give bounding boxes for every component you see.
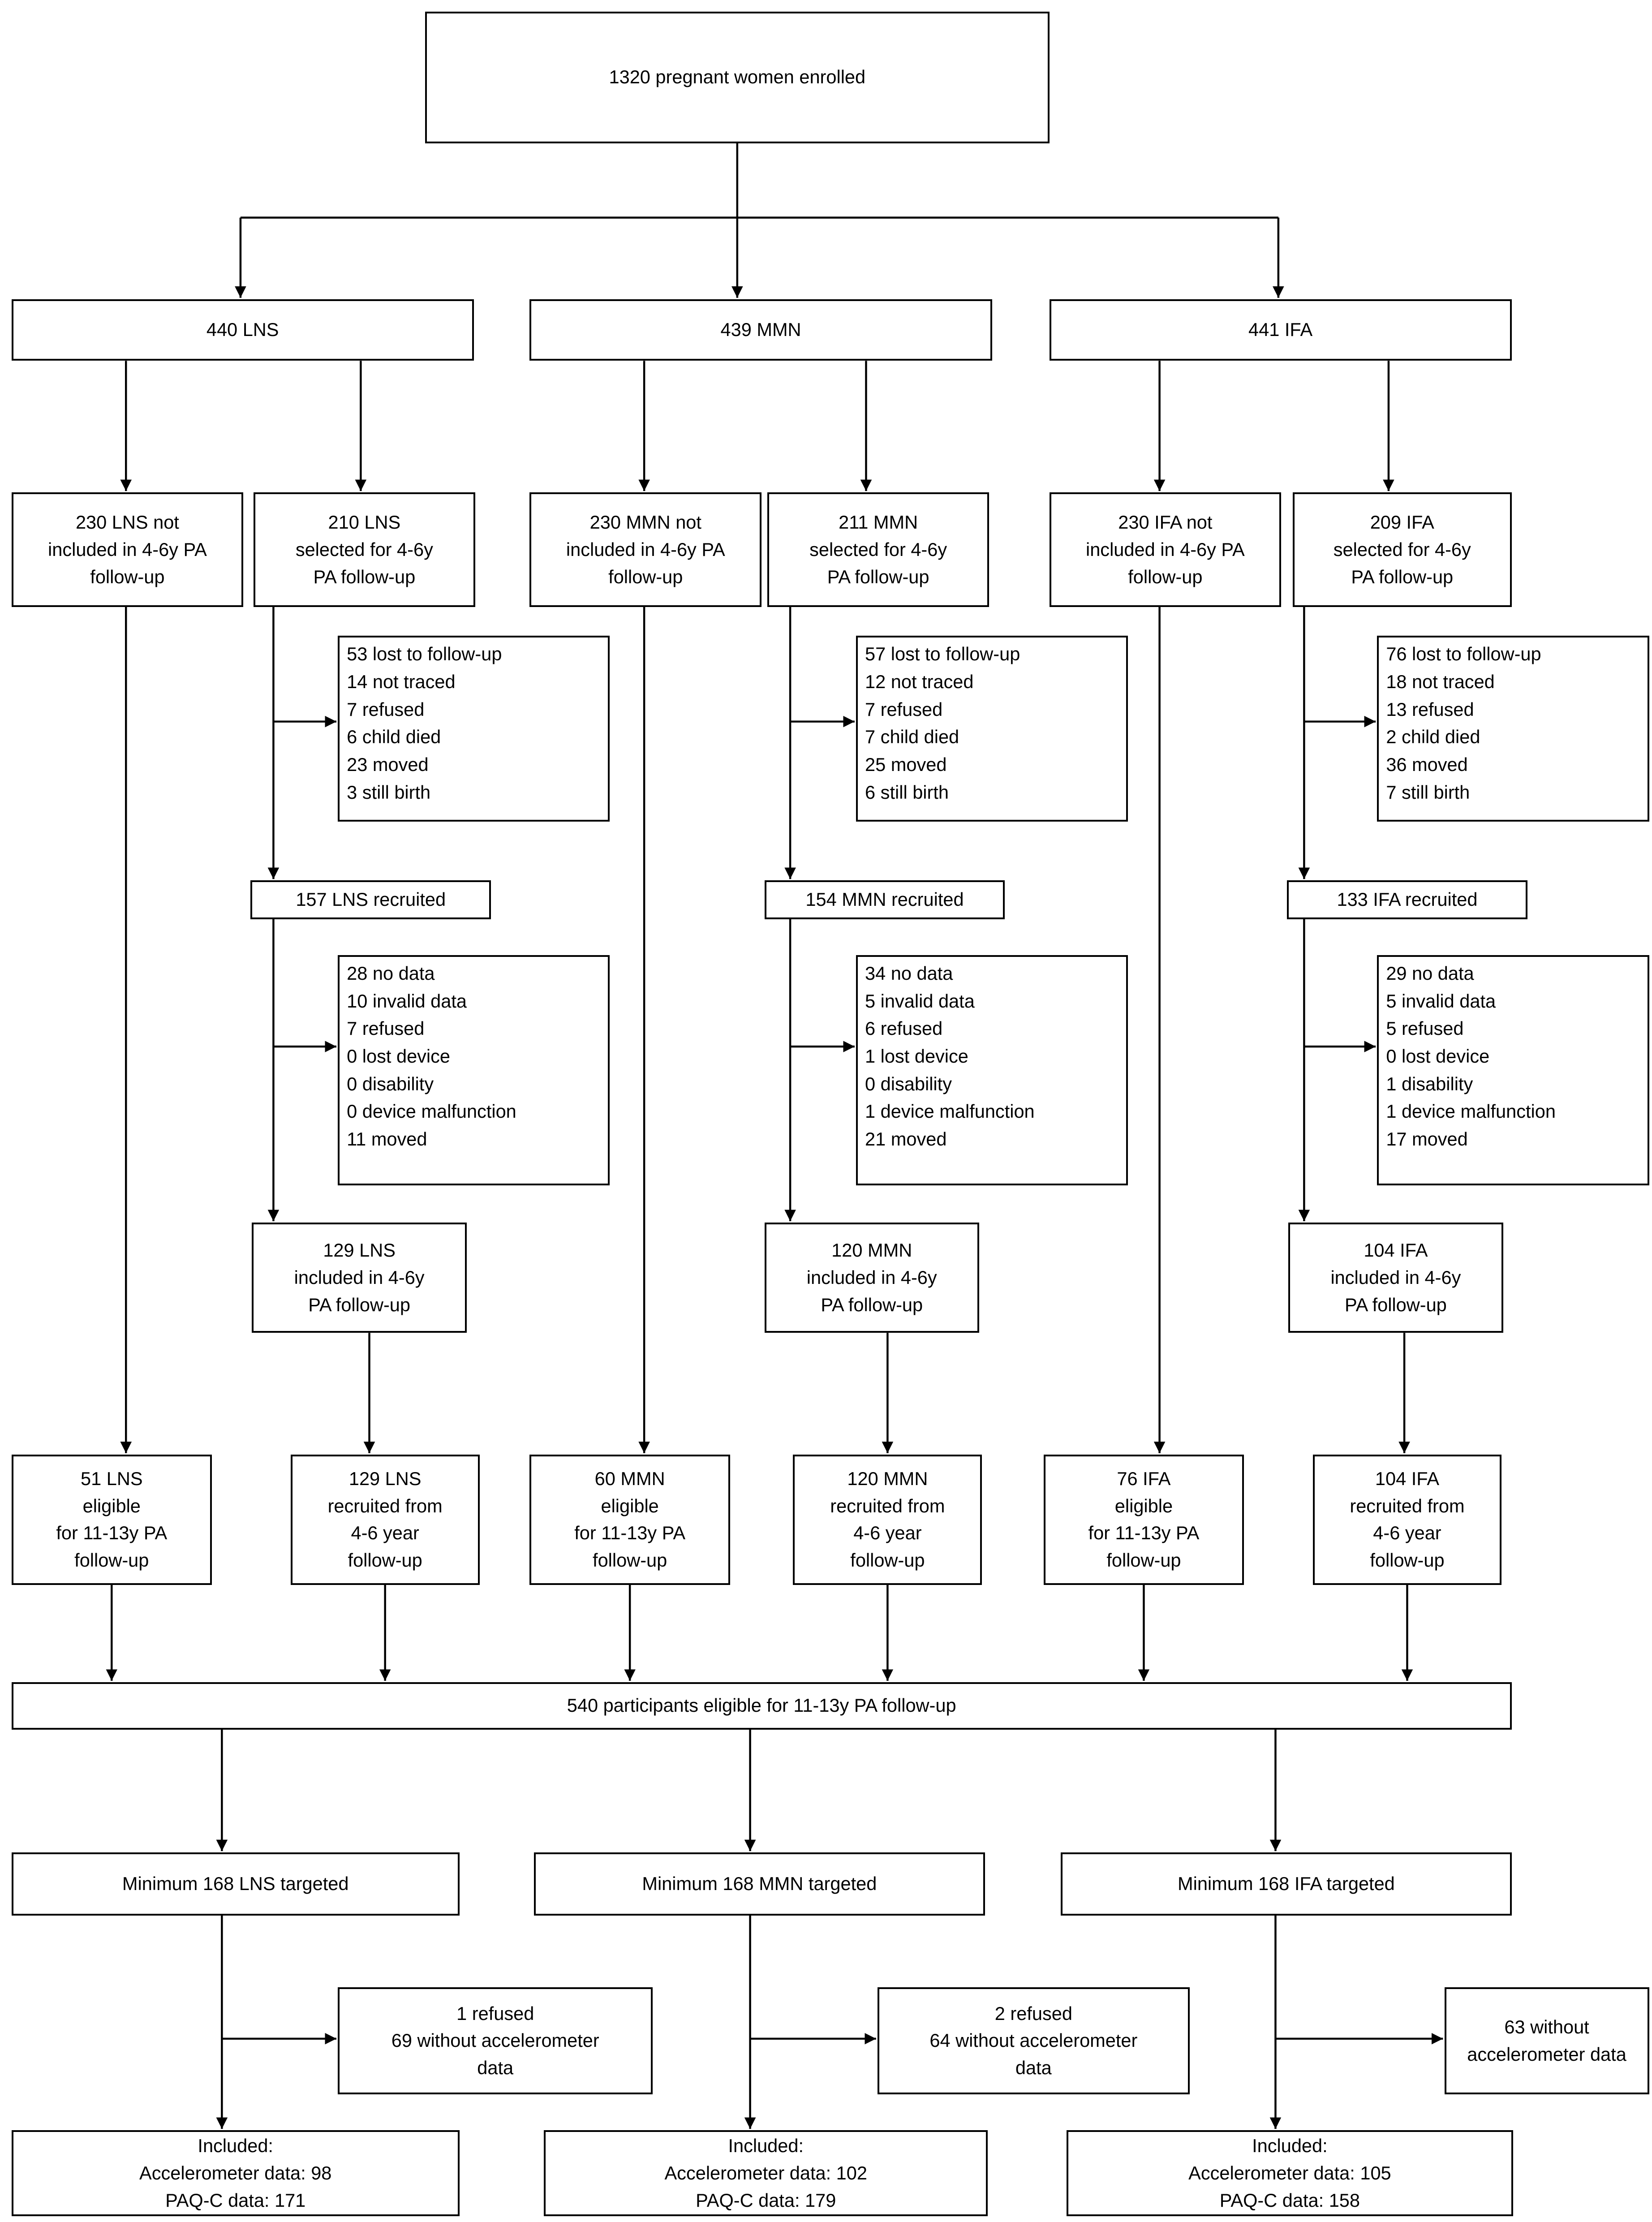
box-lns-eligible-11-13y: 51 LNS eligible for 11-13y PA follow-up: [11, 1454, 212, 1585]
box-mmn-recruited-from-4-6y: 120 MMN recruited from 4-6 year follow-u…: [793, 1454, 982, 1585]
box-ifa-selected: 209 IFA selected for 4-6y PA follow-up: [1292, 492, 1512, 607]
box-ifa-included-final: Included: Accelerometer data: 105 PAQ-C …: [1066, 2130, 1513, 2217]
box-lns-selected: 210 LNS selected for 4-6y PA follow-up: [253, 492, 475, 607]
box-ifa-eligible-11-13y: 76 IFA eligible for 11-13y PA follow-up: [1043, 1454, 1244, 1585]
box-lns-included-final: Included: Accelerometer data: 98 PAQ-C d…: [11, 2130, 460, 2217]
box-ifa-no-data: 29 no data 5 invalid data 5 refused 0 lo…: [1377, 955, 1649, 1186]
box-enrolled: 1320 pregnant women enrolled: [425, 11, 1050, 143]
box-lns-included-4-6y: 129 LNS included in 4-6y PA follow-up: [252, 1223, 467, 1333]
box-mmn-included-final: Included: Accelerometer data: 102 PAQ-C …: [544, 2130, 988, 2217]
box-lns-allocated: 440 LNS: [11, 299, 474, 361]
box-mmn-included-4-6y: 120 MMN included in 4-6y PA follow-up: [764, 1223, 979, 1333]
box-ifa-attrition: 63 without accelerometer data: [1444, 1987, 1649, 2095]
box-mmn-targeted: Minimum 168 MMN targeted: [534, 1852, 985, 1916]
box-mmn-eligible-11-13y: 60 MMN eligible for 11-13y PA follow-up: [529, 1454, 730, 1585]
box-mmn-recruited: 154 MMN recruited: [764, 880, 1005, 919]
box-lns-lost-to-follow-up: 53 lost to follow-up 14 not traced 7 ref…: [338, 635, 610, 822]
box-ifa-targeted: Minimum 168 IFA targeted: [1061, 1852, 1512, 1916]
box-ifa-recruited-from-4-6y: 104 IFA recruited from 4-6 year follow-u…: [1312, 1454, 1502, 1585]
box-mmn-no-data: 34 no data 5 invalid data 6 refused 1 lo…: [856, 955, 1128, 1186]
box-pooled-eligible: 540 participants eligible for 11-13y PA …: [11, 1682, 1512, 1730]
box-lns-attrition: 1 refused 69 without accelerometer data: [338, 1987, 653, 2095]
box-mmn-selected: 211 MMN selected for 4-6y PA follow-up: [767, 492, 989, 607]
box-mmn-attrition: 2 refused 64 without accelerometer data: [878, 1987, 1190, 2095]
box-mmn-lost-to-follow-up: 57 lost to follow-up 12 not traced 7 ref…: [856, 635, 1128, 822]
box-lns-targeted: Minimum 168 LNS targeted: [11, 1852, 460, 1916]
box-mmn-not-included: 230 MMN not included in 4-6y PA follow-u…: [529, 492, 762, 607]
box-lns-recruited-from-4-6y: 129 LNS recruited from 4-6 year follow-u…: [290, 1454, 480, 1585]
box-ifa-allocated: 441 IFA: [1049, 299, 1512, 361]
box-ifa-recruited: 133 IFA recruited: [1287, 880, 1527, 919]
box-ifa-included-4-6y: 104 IFA included in 4-6y PA follow-up: [1288, 1223, 1503, 1333]
box-lns-not-included: 230 LNS not included in 4-6y PA follow-u…: [11, 492, 244, 607]
box-ifa-lost-to-follow-up: 76 lost to follow-up 18 not traced 13 re…: [1377, 635, 1649, 822]
box-lns-recruited: 157 LNS recruited: [250, 880, 491, 919]
box-ifa-not-included: 230 IFA not included in 4-6y PA follow-u…: [1049, 492, 1282, 607]
box-mmn-allocated: 439 MMN: [529, 299, 992, 361]
box-lns-no-data: 28 no data 10 invalid data 7 refused 0 l…: [338, 955, 610, 1186]
